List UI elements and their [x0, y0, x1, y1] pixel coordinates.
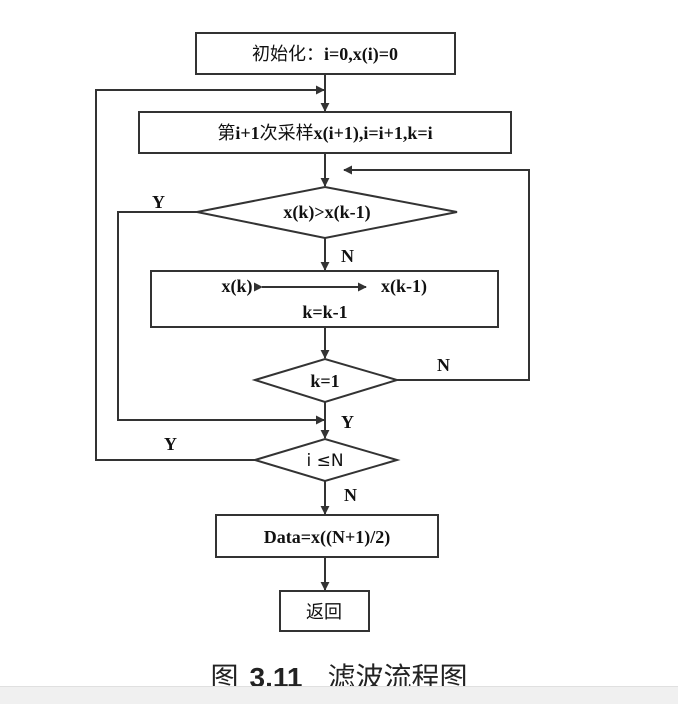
connectors — [95, 74, 530, 591]
return-text: 返回 — [306, 602, 342, 623]
sample-text: x(i+1),i=i+1,k=i — [314, 123, 433, 144]
swap-right: x(k-1) — [381, 276, 427, 297]
result-node: Data=x((N+1)/2) — [215, 514, 439, 558]
sample-prefix: 第 — [217, 123, 235, 144]
swap-left: x(k) — [222, 276, 253, 297]
label-k-yes: Y — [341, 412, 354, 432]
caption-prefix: 图 — [210, 661, 239, 686]
compare-decision: x(k)>x(k-1) — [196, 185, 458, 240]
arrow-compare-yes — [117, 211, 325, 425]
label-k-no: N — [437, 355, 450, 375]
init-node: 初始化：i=0,x(i)=0 — [195, 32, 456, 75]
result-text: Data=x((N+1)/2) — [264, 527, 390, 548]
bottom-bar — [0, 686, 678, 704]
sample-node: 第i+1次采样x(i+1),i=i+1,k=i — [138, 111, 512, 154]
return-node: 返回 — [279, 590, 370, 632]
label-i-no: N — [344, 485, 357, 505]
i-check-decision: i ≤N — [251, 437, 401, 483]
init-prefix: 初始化： — [252, 44, 324, 65]
k-check-decision: k=1 — [251, 357, 401, 404]
caption-number: 3.11 — [249, 662, 303, 686]
svg-text:初始化：i=0,x(i)=0: 初始化：i=0,x(i)=0 — [252, 44, 398, 65]
sample-mid1: i+1 — [235, 123, 259, 143]
compare-text: x(k)>x(k-1) — [283, 202, 370, 223]
arrow-icheck-yes — [95, 85, 325, 461]
init-text: i=0,x(i)=0 — [324, 44, 398, 65]
label-compare-no: N — [341, 246, 354, 266]
figure-caption: 图 3.11 滤波流程图 — [0, 658, 678, 686]
sample-mid2: 次采样 — [260, 123, 314, 144]
arrow-kcheck-no — [343, 165, 530, 381]
svg-text:第i+1次采样x(i+1),i=i+1,k=i: 第i+1次采样x(i+1),i=i+1,k=i — [217, 123, 432, 144]
edge-labels: Y N N Y Y N — [152, 192, 450, 505]
swap-line2: k=k-1 — [302, 302, 347, 322]
caption-title: 滤波流程图 — [327, 661, 468, 686]
label-compare-yes: Y — [152, 192, 165, 212]
label-i-yes: Y — [164, 434, 177, 454]
i-check-text: i ≤N — [306, 451, 343, 471]
swap-node: x(k) x(k-1) k=k-1 — [150, 270, 499, 328]
k-check-text: k=1 — [310, 371, 339, 391]
